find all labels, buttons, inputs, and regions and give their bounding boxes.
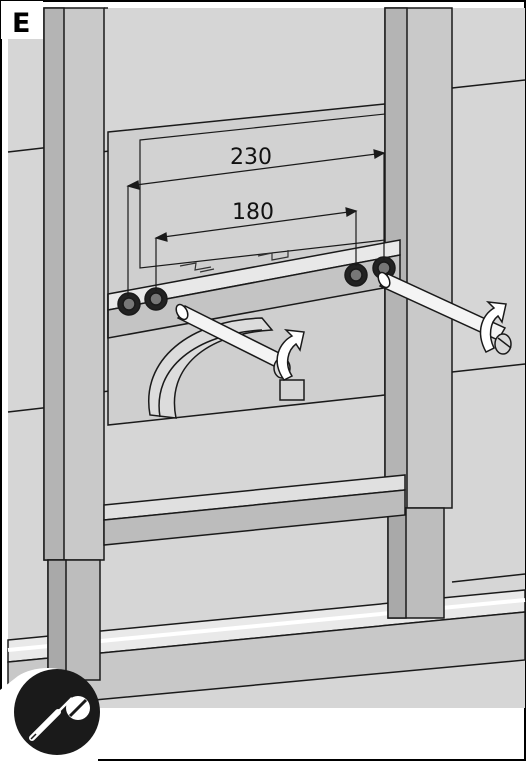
step-label: E	[12, 8, 30, 39]
rotation-arrow-right	[479, 301, 507, 353]
dim-outer-line	[127, 152, 385, 187]
bracket-markings	[179, 250, 289, 273]
dimension-outer-label: 230	[230, 145, 272, 170]
dimension-inner-label: 180	[232, 200, 274, 225]
left-frame-post	[43, 7, 108, 681]
test-plug-right	[377, 271, 512, 355]
step-label-box	[1, 1, 43, 39]
rotation-arrow-left	[276, 329, 305, 381]
lower-crossbar	[103, 474, 406, 546]
screwdriver-icon	[29, 696, 90, 741]
tool-badge	[0, 668, 100, 761]
dim-inner-line	[155, 210, 357, 239]
dimension-lines	[126, 149, 386, 296]
